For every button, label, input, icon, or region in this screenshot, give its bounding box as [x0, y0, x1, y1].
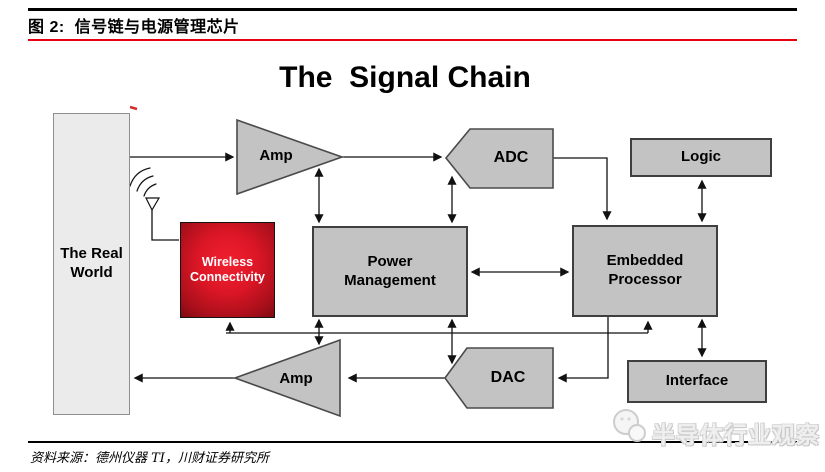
- block-logic: Logic: [630, 138, 772, 177]
- wireless-label: Wireless Connectivity: [190, 255, 265, 285]
- power-line1: Power: [367, 252, 413, 270]
- wifi-wave-1: [143, 183, 157, 197]
- power-label: Power Management: [344, 253, 436, 291]
- wire-antenna-to-wireless: [151, 210, 179, 241]
- real-world-label: The Real World: [60, 245, 123, 283]
- red-artifact-mark: [129, 105, 138, 111]
- block-wireless-connectivity: Wireless Connectivity: [180, 222, 275, 318]
- block-interface: Interface: [627, 360, 767, 403]
- dac-label: DAC: [490, 369, 526, 386]
- interface-label: Interface: [665, 372, 729, 390]
- shape-blocks: [232, 118, 554, 418]
- antenna-icon: [129, 167, 161, 212]
- dac-pentagon: [444, 347, 554, 409]
- wire-adc-to-embedded: [553, 157, 612, 221]
- figure-header: 图 2: 信号链与电源管理芯片: [28, 8, 797, 41]
- block-power-management: Power Management: [312, 226, 468, 317]
- real-world-line2: World: [70, 264, 113, 281]
- real-world-line1: The Real: [60, 245, 123, 263]
- wire-embedded-to-dac: [557, 317, 609, 383]
- figure-caption: 图 2: 信号链与电源管理芯片: [28, 19, 240, 36]
- embedded-line1: Embedded: [606, 252, 684, 270]
- amp-bottom-triangle: [232, 338, 341, 418]
- wireless-line2: Connectivity: [189, 270, 265, 284]
- connector-wires: [130, 152, 707, 383]
- amp-top-triangle: [236, 118, 345, 196]
- watermark-logo-icon: [613, 409, 646, 442]
- footer-divider: [28, 441, 797, 443]
- wifi-wave-3: [129, 167, 151, 187]
- watermark-text: 半导体行业观察: [652, 422, 820, 448]
- adc-pentagon: [444, 128, 554, 189]
- power-line2: Management: [344, 271, 436, 289]
- wifi-wave-2: [136, 175, 154, 192]
- adc-label: ADC: [493, 149, 529, 166]
- wireless-line1: Wireless: [201, 255, 254, 269]
- logic-label: Logic: [681, 148, 721, 166]
- embedded-line2: Processor: [608, 271, 682, 288]
- block-real-world: The Real World: [53, 113, 130, 415]
- embedded-label: Embedded Processor: [607, 252, 684, 290]
- amp-bottom-label: Amp: [279, 370, 313, 387]
- source-note: 资料来源：德州仪器 TI，川财证券研究所: [30, 451, 269, 466]
- block-embedded-processor: Embedded Processor: [572, 225, 718, 317]
- amp-top-label: Amp: [259, 147, 293, 164]
- diagram-title: The Signal Chain: [279, 61, 531, 94]
